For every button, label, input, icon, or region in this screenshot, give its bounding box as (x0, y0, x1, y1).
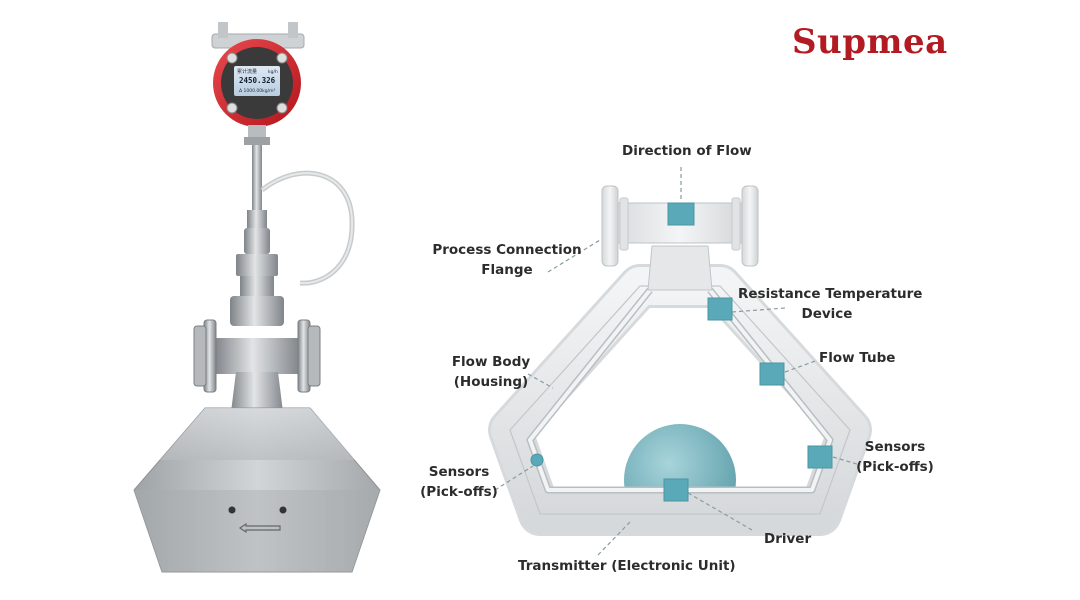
leader-rtd (731, 307, 786, 313)
driver-marker (663, 478, 689, 502)
leader-flow-body (527, 373, 554, 389)
leader-flow-tube (784, 359, 819, 373)
component-markers (530, 202, 833, 502)
label-rtd-line2: Device (801, 306, 853, 322)
label-process-connection-line1: Process Connection (432, 242, 582, 258)
sensor-left-marker (530, 453, 544, 467)
label-sensors-left-line2: (Pick-offs) (420, 484, 498, 500)
label-sensors-right-line1: Sensors (864, 439, 926, 455)
flow-tube-marker (759, 362, 785, 386)
leader-lines (494, 167, 861, 556)
label-sensors-right: Sensors (Pick-offs) (852, 437, 938, 477)
label-driver: Driver (764, 531, 812, 547)
display-unit-text: kg/h (268, 69, 278, 75)
manifold-neck (647, 245, 713, 291)
display-header-text: 累计流量 (237, 68, 257, 75)
process-connection-flange (601, 185, 759, 267)
label-transmitter: Transmitter (Electronic Unit) (518, 558, 736, 574)
label-sensors-left: Sensors (Pick-offs) (416, 462, 502, 502)
label-flow-body-line1: Flow Body (451, 354, 531, 370)
leader-driver (687, 492, 753, 531)
leader-sensor-right (832, 456, 861, 466)
label-direction-of-flow: Direction of Flow (622, 143, 752, 159)
label-flow-body-line2: (Housing) (453, 374, 529, 390)
display-sub-text: Δ 1000.00kg/m³ (239, 88, 275, 94)
label-process-connection-line2: Flange (481, 262, 533, 278)
leader-transmitter (597, 521, 631, 556)
flow-body-housing (488, 264, 872, 536)
sensor-right-marker (807, 445, 833, 469)
rtd-marker (707, 297, 733, 321)
label-resistance-temperature-device: Resistance Temperature Device (738, 284, 923, 324)
flowmeter-sensor-box (133, 407, 381, 573)
transmitter-stem (230, 145, 355, 326)
label-flow-tube: Flow Tube (819, 350, 896, 366)
label-process-connection-flange: Process Connection Flange (432, 240, 582, 280)
transmitter-housing (213, 39, 301, 145)
display-reading-text: 2450.326 (239, 76, 276, 85)
label-flow-body-housing: Flow Body (Housing) (448, 352, 534, 392)
label-sensors-right-line2: (Pick-offs) (856, 459, 934, 475)
leader-process-connection (547, 239, 601, 273)
label-rtd-line1: Resistance Temperature (738, 286, 923, 302)
label-sensors-left-line1: Sensors (428, 464, 490, 480)
direction-of-flow-marker (667, 202, 695, 226)
leader-sensor-left (494, 465, 534, 491)
brand-logo: Supmea (792, 22, 948, 62)
